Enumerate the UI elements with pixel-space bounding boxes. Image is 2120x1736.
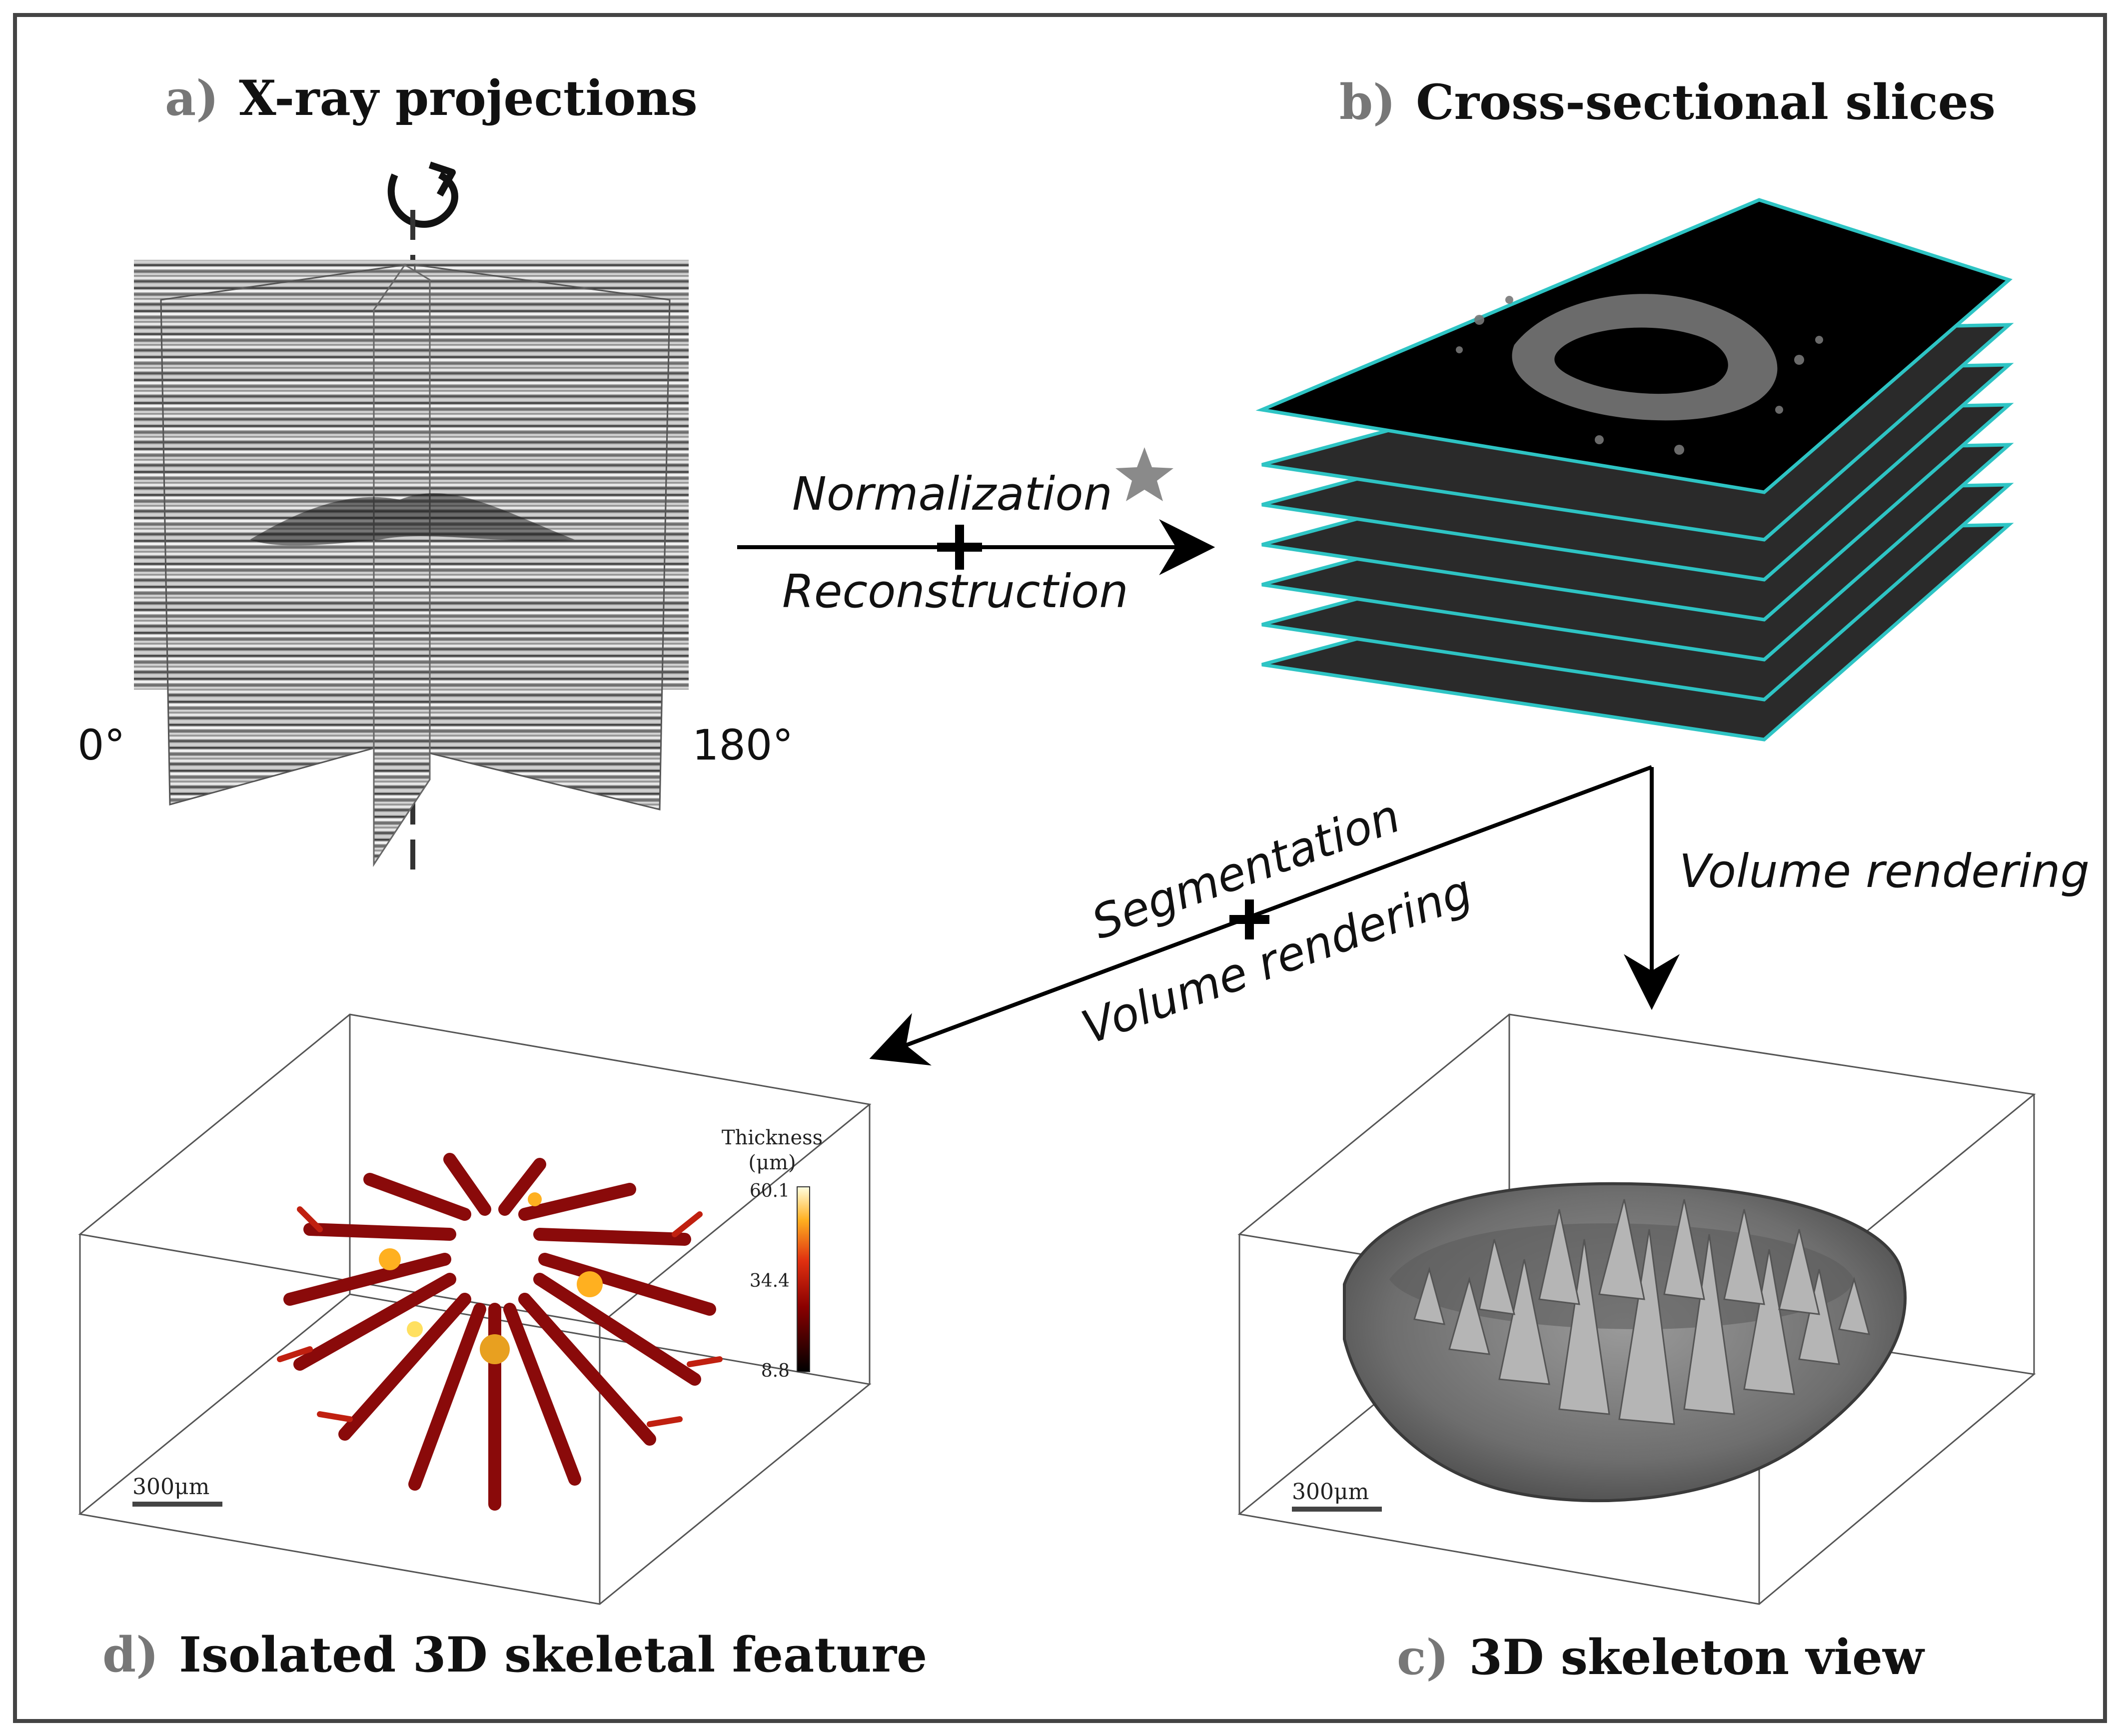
slice-top [1255,198,2013,494]
scale-bar-c-label: 300μm [1292,1479,1369,1505]
slice-ring-feature [1456,294,1823,455]
panel-b-title-text: Cross-sectional slices [1416,74,1996,130]
panel-a-title-text: X-ray projections [239,70,698,126]
colorbar-mid: 34.4 [750,1271,790,1291]
star-icon [1115,447,1173,501]
panel-c-title: c) 3D skeleton view [1397,1629,1925,1686]
panel-c: 300μm c) 3D skeleton view [1237,1013,2036,1686]
figure-border [13,13,2107,1723]
panel-b-title: b) Cross-sectional slices [1339,74,1996,130]
panel-c-title-text: 3D skeleton view [1469,1629,1925,1686]
scale-bar-d: 300μm [132,1474,222,1507]
panel-d-letter: d) [102,1627,159,1683]
angle-end-label: 180° [692,721,793,770]
panel-d: Thickness (μm) 60.1 34.4 8.8 300μm d) Is… [78,1013,927,1683]
panel-d-title: d) Isolated 3D skeletal feature [102,1627,927,1683]
colorbar-min: 8.8 [761,1361,790,1381]
scale-bar-c: 300μm [1292,1479,1382,1512]
reconstruction-label: Reconstruction [782,565,1128,618]
projection-middle [373,263,431,868]
rotation-icon [388,161,458,228]
colorbar-unit: (μm) [748,1151,796,1174]
panel-a-title: a) X-ray projections [165,70,698,126]
skeleton-render [1343,1182,1907,1503]
isolated-skeleton-render [277,1153,723,1511]
panel-b: b) Cross-sectional slices [1255,74,2014,742]
scale-bar-d-label: 300μm [132,1474,209,1500]
projection-feature [250,493,575,546]
panel-b-letter: b) [1339,74,1396,130]
colorbar-title: Thickness [722,1126,823,1149]
arrow-a-to-b: Normalization Reconstruction [737,447,1215,618]
panel-d-title-text: Isolated 3D skeletal feature [179,1627,927,1683]
angle-start-label: 0° [77,721,125,770]
thickness-colorbar: Thickness (μm) 60.1 34.4 8.8 [722,1126,823,1381]
panel-a-letter: a) [165,70,219,126]
slice-stack [1255,198,2014,742]
arrow-b-to-c: Volume rendering [1624,767,2090,1010]
colorbar-gradient [797,1186,810,1372]
volume-rendering-c-label: Volume rendering [1679,845,2090,898]
colorbar-max: 60.1 [750,1181,790,1201]
arrow-b-to-d: Segmentation Volume rendering [869,765,1653,1066]
panel-c-letter: c) [1397,1629,1449,1686]
normalization-label: Normalization [792,467,1112,521]
panel-a: a) X-ray projections 0° 180° [77,70,793,869]
